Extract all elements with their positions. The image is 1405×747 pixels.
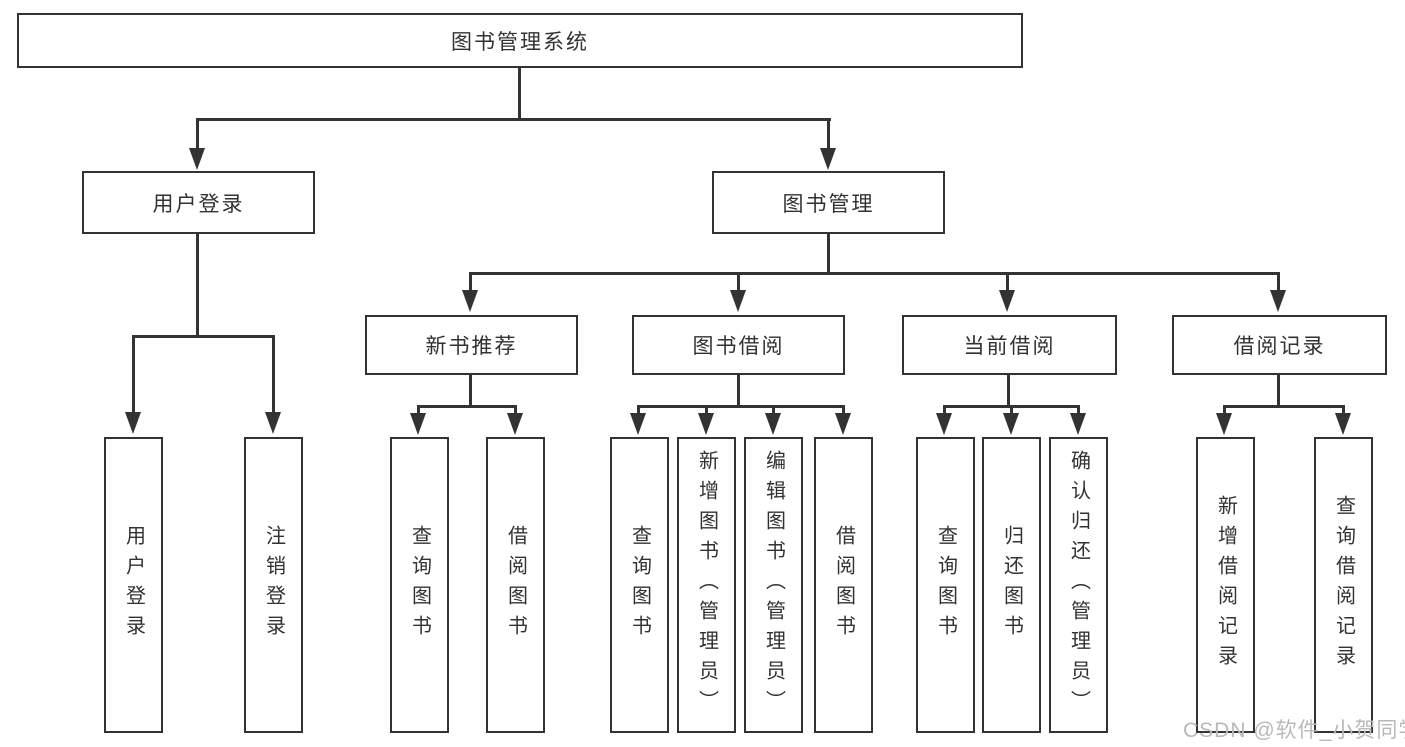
node-book-borrow: 图书借阅 bbox=[632, 315, 845, 375]
connector-line bbox=[827, 234, 830, 275]
connector-line bbox=[637, 405, 640, 415]
connector-line bbox=[1223, 405, 1226, 415]
arrowhead-icon bbox=[835, 413, 851, 435]
connector-line bbox=[1223, 405, 1345, 408]
node-book-management: 图书管理 bbox=[712, 171, 945, 234]
connector-line bbox=[943, 405, 946, 415]
node-borrow-records: 借阅记录 bbox=[1172, 315, 1387, 375]
node-borrow-books-leaf: 借阅图书 bbox=[814, 437, 873, 733]
connector-line bbox=[637, 405, 845, 408]
node-user-login-leaf: 用户登录 bbox=[104, 437, 163, 733]
connector-line bbox=[705, 405, 708, 415]
connector-line bbox=[132, 335, 135, 414]
connector-line bbox=[827, 118, 830, 152]
arrowhead-icon bbox=[765, 413, 781, 435]
connector-line bbox=[1006, 272, 1009, 292]
node-add-borrow-record: 新增借阅记录 bbox=[1196, 437, 1255, 733]
node-confirm-return-admin: 确认归还（管理员） bbox=[1049, 437, 1108, 733]
connector-line bbox=[518, 68, 521, 118]
arrowhead-icon bbox=[820, 148, 836, 170]
connector-line bbox=[417, 405, 517, 408]
connector-line bbox=[1342, 405, 1345, 415]
arrowhead-icon bbox=[698, 413, 714, 435]
node-borrow-books-newbook: 借阅图书 bbox=[486, 437, 545, 733]
connector-line bbox=[469, 375, 472, 407]
connector-line bbox=[1277, 375, 1280, 407]
node-current-borrow: 当前借阅 bbox=[902, 315, 1117, 375]
arrowhead-icon bbox=[630, 413, 646, 435]
node-logout-leaf: 注销登录 bbox=[244, 437, 303, 733]
connector-line bbox=[196, 234, 199, 337]
arrowhead-icon bbox=[507, 413, 523, 435]
arrowhead-icon bbox=[410, 413, 426, 435]
connector-line bbox=[1077, 405, 1080, 415]
connector-line bbox=[1277, 272, 1280, 292]
connector-line bbox=[272, 335, 275, 414]
arrowhead-icon bbox=[999, 290, 1015, 312]
arrowhead-icon bbox=[462, 290, 478, 312]
connector-line bbox=[417, 405, 420, 415]
node-root: 图书管理系统 bbox=[17, 13, 1023, 68]
arrowhead-icon bbox=[265, 412, 281, 434]
connector-line bbox=[737, 272, 740, 292]
connector-line bbox=[196, 118, 199, 152]
connector-line bbox=[1007, 375, 1010, 407]
connector-line bbox=[469, 272, 1280, 275]
connector-line bbox=[132, 335, 275, 338]
arrowhead-icon bbox=[125, 412, 141, 434]
arrowhead-icon bbox=[1216, 413, 1232, 435]
node-edit-books-admin: 编辑图书（管理员） bbox=[744, 437, 803, 733]
node-query-books-borrow: 查询图书 bbox=[610, 437, 669, 733]
node-return-books: 归还图书 bbox=[982, 437, 1041, 733]
csdn-watermark: CSDN @软件_小贺同学 bbox=[1183, 719, 1405, 742]
connector-line bbox=[842, 405, 845, 415]
arrowhead-icon bbox=[189, 148, 205, 170]
connector-line bbox=[737, 375, 740, 407]
node-query-books-current: 查询图书 bbox=[916, 437, 975, 733]
arrowhead-icon bbox=[730, 290, 746, 312]
node-new-book-recommend: 新书推荐 bbox=[365, 315, 578, 375]
connector-line bbox=[469, 272, 472, 292]
arrowhead-icon bbox=[1270, 290, 1286, 312]
connector-line bbox=[196, 118, 831, 121]
node-query-books-newbook: 查询图书 bbox=[390, 437, 449, 733]
connector-line bbox=[514, 405, 517, 415]
node-add-books-admin: 新增图书（管理员） bbox=[677, 437, 736, 733]
connector-line bbox=[772, 405, 775, 415]
node-query-borrow-record: 查询借阅记录 bbox=[1314, 437, 1373, 733]
node-user-login: 用户登录 bbox=[82, 171, 315, 234]
arrowhead-icon bbox=[936, 413, 952, 435]
arrowhead-icon bbox=[1003, 413, 1019, 435]
arrowhead-icon bbox=[1335, 413, 1351, 435]
connector-line bbox=[1010, 405, 1013, 415]
arrowhead-icon bbox=[1070, 413, 1086, 435]
